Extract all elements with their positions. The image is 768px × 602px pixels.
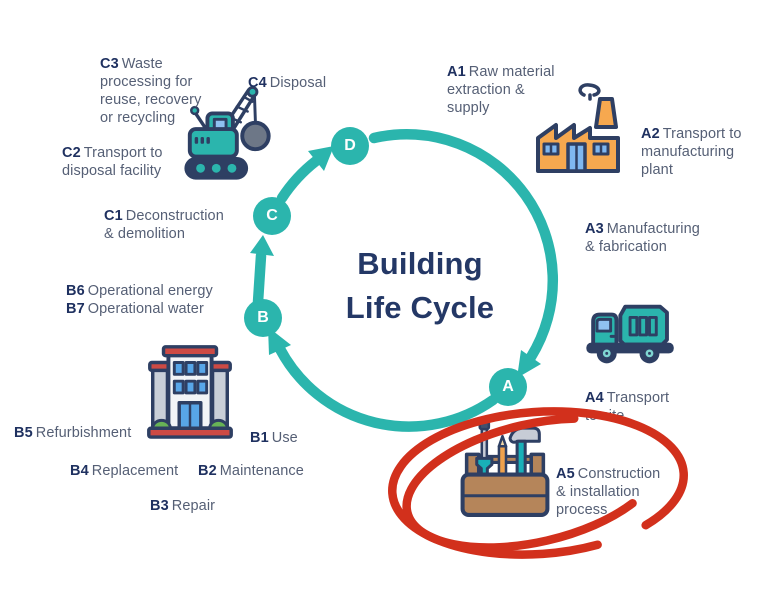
factory-icon <box>528 80 628 187</box>
stage-text-b6: Operational energy <box>87 282 213 299</box>
stage-text-b2: Maintenance <box>219 462 304 479</box>
stage-text-b3: Repair <box>171 497 216 514</box>
stage-code-b4: B4 <box>70 462 89 479</box>
stage-code-a1: A1 <box>447 63 466 80</box>
stage-code-b2: B2 <box>198 462 217 479</box>
arrow-c-to-d <box>276 155 322 204</box>
arrowhead-into-c <box>250 235 274 256</box>
stage-code-b1: B1 <box>250 429 269 446</box>
stage-text-b4: Replacement <box>91 462 179 479</box>
stage-text-b5: Refurbishment <box>35 424 132 441</box>
stage-code-b5: B5 <box>14 424 33 441</box>
node-a: A <box>489 368 527 406</box>
title-line-2: Life Cycle <box>345 290 495 326</box>
building-icon <box>140 338 240 446</box>
stage-code-c2: C2 <box>62 144 81 161</box>
stage-code-c1: C1 <box>104 207 123 224</box>
arrow-b-to-c <box>252 250 267 308</box>
arc-d-to-a <box>368 129 559 363</box>
dump-truck-icon <box>583 298 681 371</box>
stage-code-a2: A2 <box>641 125 660 142</box>
arc-a-to-b <box>274 343 499 432</box>
arrowhead-into-b <box>268 327 291 355</box>
stage-text-a5: Construction & installation process <box>556 465 661 518</box>
arrowhead-into-d <box>308 146 334 171</box>
toolbox-icon <box>453 416 557 527</box>
arrowhead-into-a <box>517 350 541 378</box>
stage-code-c3: C3 <box>100 55 119 72</box>
node-c: C <box>253 197 291 235</box>
node-b: B <box>244 299 282 337</box>
stage-text-a3: Manufacturing & fabrication <box>585 220 700 255</box>
node-d: D <box>331 127 369 165</box>
stage-text-b7: Operational water <box>87 300 204 317</box>
stage-text-c3: Waste processing for reuse, recovery or … <box>100 55 202 126</box>
stage-text-c4: Disposal <box>269 74 327 91</box>
stage-code-a5: A5 <box>556 465 575 482</box>
stage-text-c2: Transport to disposal facility <box>62 144 163 179</box>
stage-text-c1: Deconstruction & demolition <box>104 207 224 242</box>
stage-code-b7: B7 <box>66 300 85 317</box>
diagram-title: Building Life Cycle <box>300 242 540 330</box>
title-line-1: Building <box>357 246 483 281</box>
stage-code-c4: C4 <box>248 74 267 91</box>
crane-wrecking-ball-icon <box>180 80 278 193</box>
stage-code-b3: B3 <box>150 497 169 514</box>
stage-code-a3: A3 <box>585 220 604 237</box>
stage-text-b1: Use <box>271 429 298 446</box>
stage-code-a4: A4 <box>585 389 604 406</box>
stage-code-b6: B6 <box>66 282 85 299</box>
stage-text-a2: Transport to manufacturing plant <box>641 125 742 178</box>
stage-text-a1: Raw material extraction & supply <box>447 63 555 116</box>
